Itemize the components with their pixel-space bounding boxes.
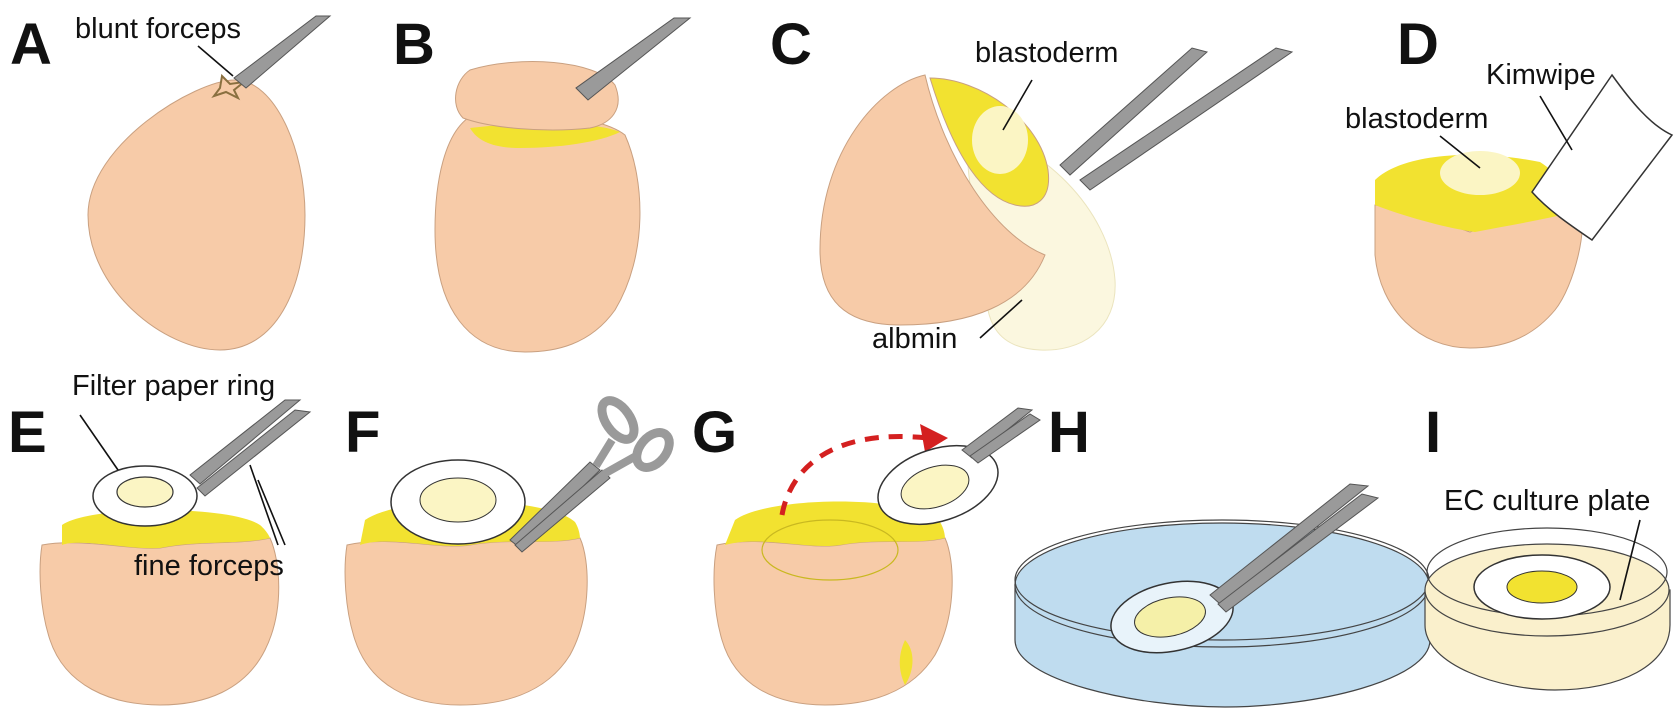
egg-shell: [434, 112, 641, 353]
egg-shell: [87, 79, 306, 351]
forceps-icon: [575, 17, 692, 101]
forceps-icon: [189, 399, 302, 485]
arrowhead: [920, 424, 948, 452]
panel-c: C blastoderm albmin: [770, 12, 1294, 355]
panel-letter: G: [692, 400, 737, 465]
crack-mark: [211, 73, 248, 101]
forceps-icon: [969, 413, 1041, 464]
forceps-icon: [961, 407, 1034, 459]
kimwipe: [1531, 73, 1674, 242]
yolk-spill: [899, 640, 913, 685]
blastoderm: [972, 106, 1028, 174]
leader-line: [249, 464, 279, 546]
egg-shell: [39, 537, 280, 706]
forceps-icon: [1059, 47, 1209, 176]
blastoderm: [1440, 151, 1520, 195]
leader-line: [197, 45, 234, 77]
egg-shell: [344, 537, 588, 706]
panel-h: H: [1014, 400, 1431, 708]
forceps-icon: [1209, 483, 1370, 605]
yolk: [470, 123, 620, 148]
panel-a: A blunt forceps: [10, 12, 332, 351]
label-blastoderm: blastoderm: [1345, 103, 1488, 135]
leader-line: [979, 299, 1023, 339]
shell-cap: [455, 61, 619, 131]
panel-letter: E: [8, 400, 47, 465]
label-kimwipe: Kimwipe: [1486, 59, 1596, 91]
forceps-icon: [1079, 47, 1294, 191]
blastoderm: [1506, 570, 1578, 604]
panel-letter: A: [10, 12, 52, 77]
label-albumin: albmin: [872, 323, 957, 355]
panel-e: E Filter paper ring fine forceps: [8, 370, 312, 706]
blastoderm: [419, 477, 497, 523]
cut-mark: [761, 519, 899, 581]
panel-b: B: [393, 12, 692, 353]
label-ec-culture-plate: EC culture plate: [1444, 485, 1650, 517]
panel-g: G: [692, 400, 1041, 706]
leader-line: [1539, 95, 1573, 151]
blastoderm: [1134, 596, 1206, 638]
label-filter-paper-ring: Filter paper ring: [72, 370, 275, 402]
panel-i: I EC culture plate: [1424, 400, 1671, 691]
label-blastoderm: blastoderm: [975, 37, 1118, 69]
forceps-icon: [233, 15, 332, 89]
panel-letter: D: [1397, 12, 1439, 77]
leader-line: [257, 479, 286, 546]
leader-line: [79, 414, 119, 471]
forceps-icon: [1217, 493, 1380, 613]
panel-letter: I: [1425, 400, 1441, 465]
panel-f: F: [344, 396, 674, 706]
leader-line: [1439, 135, 1481, 169]
scissors-icon: [509, 396, 674, 553]
label-fine-forceps: fine forceps: [134, 550, 284, 582]
forceps-icon: [196, 409, 312, 497]
panel-letter: B: [393, 12, 435, 77]
blastoderm: [900, 464, 970, 510]
egg-shell: [713, 537, 953, 706]
leader-line: [1002, 79, 1033, 131]
curved-arrow-icon: [779, 434, 929, 516]
panel-letter: C: [770, 12, 812, 77]
ring-opening: [116, 476, 174, 508]
panel-letter: H: [1048, 400, 1090, 465]
panel-d: D Kimwipe blastoderm: [1345, 12, 1674, 349]
panel-letter: F: [345, 400, 380, 465]
leader-line: [1619, 519, 1641, 601]
label-blunt-forceps: blunt forceps: [75, 13, 241, 45]
egg-shell: [819, 74, 1046, 326]
